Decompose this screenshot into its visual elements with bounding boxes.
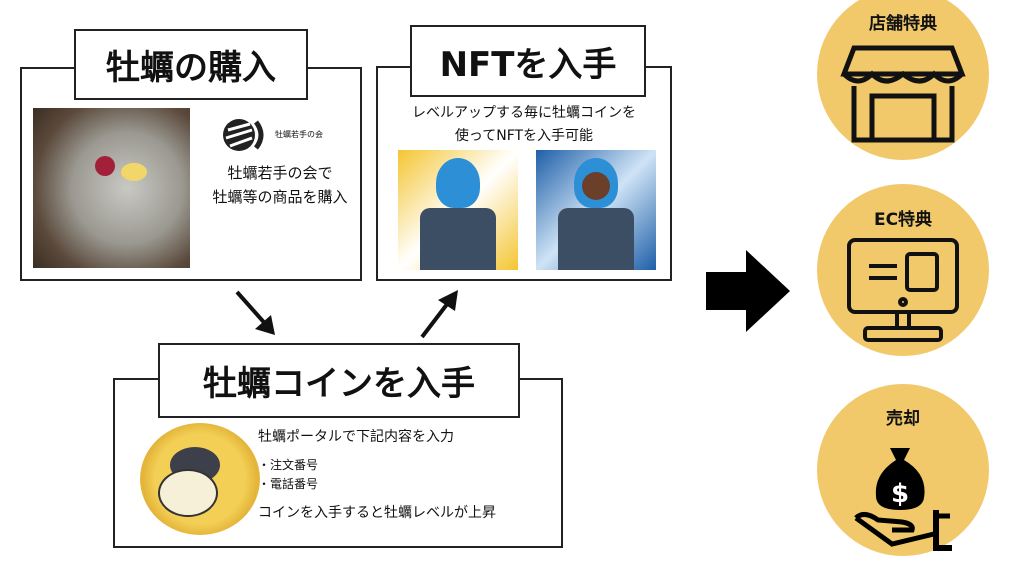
nft-character-jacket [558, 208, 634, 270]
purchase-title: 牡蠣の購入 [74, 29, 308, 100]
nft-image-1 [398, 150, 518, 270]
oyster-coin-icon [140, 423, 260, 535]
nft-line-2: 使ってNFTを入手可能 [454, 128, 594, 144]
purchase-line-1: 牡蠣若手の会で [227, 164, 333, 182]
benefit-sell-label: 売却 [886, 409, 920, 429]
benefit-ec-label: EC特典 [873, 210, 933, 230]
nft-character-hair [436, 158, 480, 208]
benefit-store [817, 0, 989, 160]
nft-title: NFTを入手 [410, 25, 646, 97]
benefit-store-label: 店舗特典 [869, 14, 937, 34]
coin-outro: コインを入手すると牡蠣レベルが上昇 [258, 505, 496, 521]
logo-text: 牡蠣若手の会 [275, 130, 323, 139]
big-right-arrow-icon [706, 250, 790, 332]
coin-item-order: ・注文番号 [258, 458, 319, 472]
nft-character-jacket [420, 208, 496, 270]
coin-title: 牡蠣コインを入手 [158, 343, 520, 418]
nft-image-2 [536, 150, 656, 270]
oyster-youth-logo-icon [222, 118, 266, 152]
oyster-photo [33, 108, 190, 268]
nft-character-face [582, 172, 610, 200]
coin-item-phone: ・電話番号 [258, 477, 319, 491]
arrow-up-right-icon [420, 290, 458, 339]
oyster-meat [158, 469, 218, 517]
money-bag-hand-icon: $ [854, 448, 952, 551]
purchase-line-2: 牡蠣等の商品を購入 [212, 188, 348, 206]
computer-monitor-icon [847, 238, 959, 342]
nft-line-1: レベルアップする毎に牡蠣コインを [412, 105, 636, 121]
flow-arrows [235, 290, 458, 339]
storefront-icon [840, 45, 966, 143]
caviar-dish [95, 156, 115, 176]
svg-text:$: $ [891, 479, 909, 509]
arrow-down-right-icon [235, 290, 275, 335]
coin-intro: 牡蠣ポータルで下記内容を入力 [258, 429, 454, 445]
lemon-wedge [121, 163, 147, 181]
